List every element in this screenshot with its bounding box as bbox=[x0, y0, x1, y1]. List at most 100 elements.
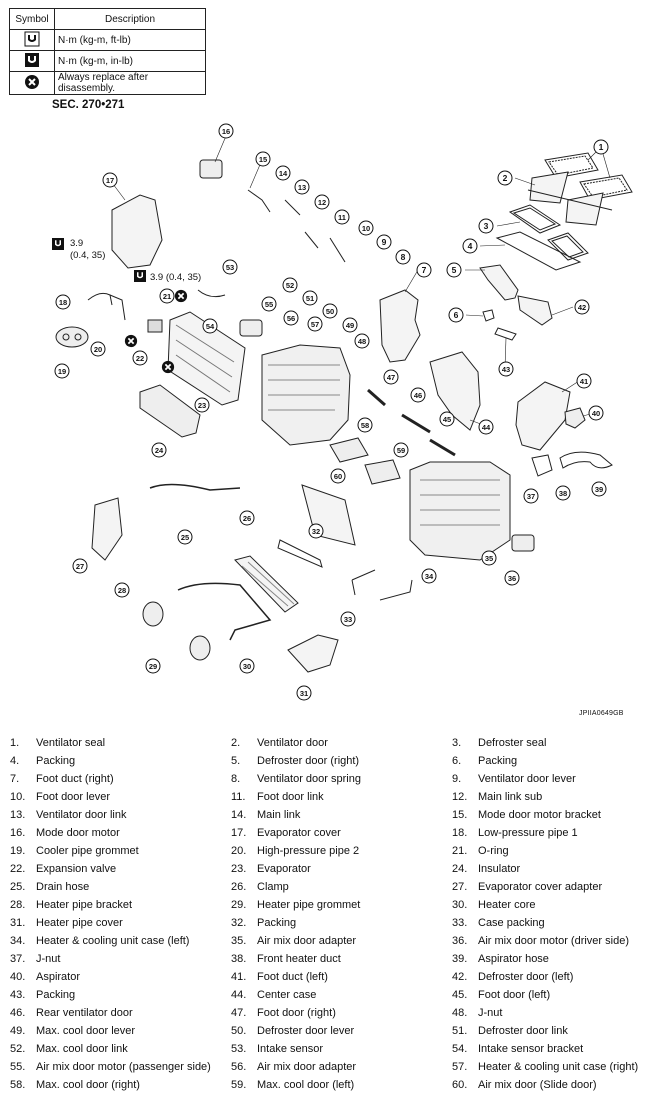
callout-number: 44 bbox=[482, 423, 491, 432]
part-name: Max. cool door lever bbox=[36, 1025, 136, 1037]
callout-44: 44 bbox=[478, 419, 494, 435]
callout-56: 56 bbox=[283, 310, 299, 326]
part-name: Air mix door motor (driver side) bbox=[478, 935, 629, 947]
callout-circle bbox=[296, 685, 312, 701]
torque-nm-kgm-inlb-icon bbox=[25, 52, 39, 67]
callout-circle bbox=[555, 485, 571, 501]
callout-number: 2 bbox=[503, 173, 508, 183]
part-number: 17. bbox=[231, 827, 247, 839]
callout-circle bbox=[159, 288, 175, 304]
part-list-item: 19.Cooler pipe grommet bbox=[10, 842, 139, 860]
callout-circle bbox=[294, 179, 310, 195]
callout-number: 35 bbox=[485, 554, 493, 563]
part-name: Low-pressure pipe 1 bbox=[478, 827, 578, 839]
part-number: 37. bbox=[10, 953, 26, 965]
part-list-item: 46.Rear ventilator door bbox=[10, 1004, 133, 1022]
part-number: 16. bbox=[10, 827, 26, 839]
callout-circle bbox=[395, 249, 411, 265]
callout-circle bbox=[410, 387, 426, 403]
part-list-item: 44.Center case bbox=[231, 986, 316, 1004]
part-list-item: 23.Evaporator bbox=[231, 860, 311, 878]
callout-circle bbox=[588, 405, 604, 421]
part-name: Intake sensor bbox=[257, 1043, 324, 1055]
callout-number: 1 bbox=[599, 142, 604, 152]
callout-number: 37 bbox=[527, 492, 535, 501]
part-number: 60. bbox=[452, 1079, 468, 1091]
part-number: 8. bbox=[231, 773, 241, 785]
part-name: Aspirator hose bbox=[478, 953, 549, 965]
part-list-item: 50.Defroster door lever bbox=[231, 1022, 354, 1040]
callout-circle bbox=[239, 658, 255, 674]
callout-number: 55 bbox=[265, 300, 273, 309]
part-name: Case packing bbox=[478, 917, 545, 929]
part-number: 5. bbox=[231, 755, 241, 767]
part-name: Aspirator bbox=[36, 971, 81, 983]
callout-4: 4 bbox=[462, 238, 478, 254]
part-name: Max. cool door (right) bbox=[36, 1079, 140, 1091]
legend-description: Always replace after disassembly. bbox=[54, 71, 206, 95]
part-number: 2. bbox=[231, 737, 241, 749]
part-name: Max. cool door link bbox=[36, 1043, 128, 1055]
part-name: Clamp bbox=[257, 881, 289, 893]
part-name: Expansion valve bbox=[36, 863, 117, 875]
callout-37: 37 bbox=[523, 488, 539, 504]
part-name: Foot door (left) bbox=[478, 989, 551, 1001]
callout-number: 18 bbox=[59, 298, 67, 307]
callout-24: 24 bbox=[151, 442, 167, 458]
part-name: Mode door motor bbox=[36, 827, 120, 839]
part-name: Evaporator cover bbox=[257, 827, 341, 839]
part-ventilator-door-drawing bbox=[527, 171, 613, 226]
callout-number: 59 bbox=[397, 446, 405, 455]
callout-number: 34 bbox=[425, 572, 434, 581]
callout-41: 41 bbox=[576, 373, 592, 389]
torque-nm-kgm-ftlb-icon bbox=[24, 31, 40, 46]
part-number: 7. bbox=[10, 773, 20, 785]
callout-26: 26 bbox=[239, 510, 255, 526]
callout-number: 31 bbox=[300, 689, 308, 698]
part-number: 23. bbox=[231, 863, 247, 875]
part-name: Evaporator cover adapter bbox=[478, 881, 603, 893]
part-number: 19. bbox=[10, 845, 26, 857]
callout-number: 53 bbox=[226, 263, 234, 272]
part-small-packing-drawing bbox=[482, 309, 495, 322]
part-number: 56. bbox=[231, 1061, 247, 1073]
reference-code: JPIIA0649GB bbox=[579, 710, 624, 717]
part-name: Air mix door motor (passenger side) bbox=[36, 1061, 211, 1073]
part-list-item: 20.High-pressure pipe 2 bbox=[231, 842, 359, 860]
callout-number: 9 bbox=[382, 237, 387, 247]
callout-circle bbox=[322, 303, 338, 319]
callout-7: 7 bbox=[416, 262, 432, 278]
part-name: Defroster door lever bbox=[257, 1025, 355, 1037]
callout-number: 49 bbox=[346, 321, 354, 330]
callout-number: 14 bbox=[279, 169, 288, 178]
callout-53: 53 bbox=[222, 259, 238, 275]
part-list-item: 10.Foot door lever bbox=[10, 788, 110, 806]
part-list-item: 36.Air mix door motor (driver side) bbox=[452, 932, 629, 950]
callout-39: 39 bbox=[591, 481, 607, 497]
always-replace-icon bbox=[161, 360, 175, 374]
part-number: 41. bbox=[231, 971, 247, 983]
part-number: 28. bbox=[10, 899, 26, 911]
callout-8: 8 bbox=[395, 249, 411, 265]
part-name: Heater core bbox=[478, 899, 536, 911]
callout-59: 59 bbox=[393, 442, 409, 458]
callout-number: 40 bbox=[592, 409, 600, 418]
part-number: 54. bbox=[452, 1043, 468, 1055]
callout-number: 56 bbox=[287, 314, 295, 323]
part-number: 44. bbox=[231, 989, 247, 1001]
part-number: 34. bbox=[10, 935, 26, 947]
part-list-item: 17. Evaporator cover bbox=[231, 824, 341, 842]
part-list-item: 14.Main link bbox=[231, 806, 300, 824]
callout-number: 60 bbox=[334, 472, 342, 481]
callout-number: 10 bbox=[362, 224, 370, 233]
callout-27: 27 bbox=[72, 558, 88, 574]
callout-23: 23 bbox=[194, 397, 210, 413]
part-list-item: 8.Ventilator door spring bbox=[231, 770, 361, 788]
torque-value: 3.9 bbox=[70, 238, 83, 249]
part-list-item: 22.Expansion valve bbox=[10, 860, 116, 878]
part-list-item: 43.Packing bbox=[10, 986, 75, 1004]
part-name: Ventilator door bbox=[257, 737, 328, 749]
callout-circle bbox=[194, 397, 210, 413]
part-list-item: 4.Packing bbox=[10, 752, 75, 770]
part-name: Heater pipe bracket bbox=[36, 899, 132, 911]
